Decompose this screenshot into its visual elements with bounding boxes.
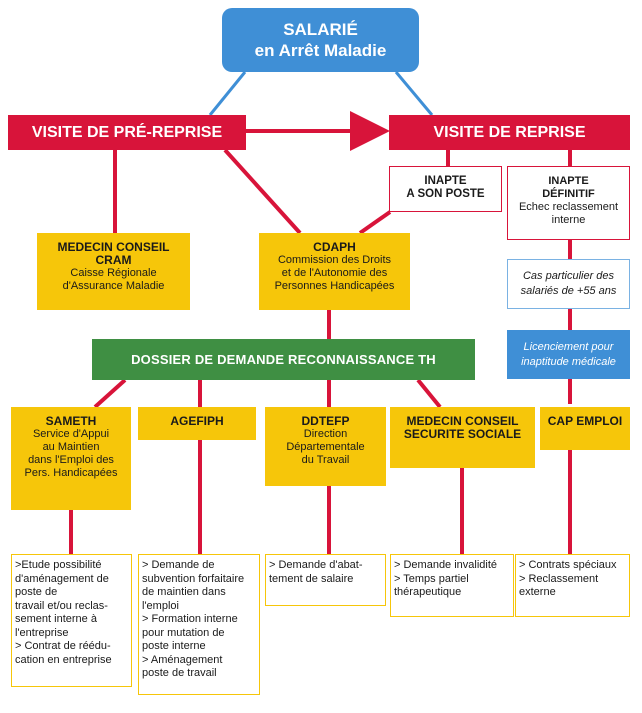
cas-particulier-line1: Cas particulier des xyxy=(522,270,615,282)
ddtefp-line3: du Travail xyxy=(301,454,350,466)
list-agefiph: > Demande de subvention forfaitaire de m… xyxy=(138,554,260,695)
medecin-secu-line2: SECURITE SOCIALE xyxy=(403,427,522,441)
list-item: cation en entreprise xyxy=(15,653,112,666)
list-item: sement interne à xyxy=(15,613,97,625)
inapte-definitif-box: INAPTE DÉFINITIF Echec reclassement inte… xyxy=(507,166,630,240)
inapte-definitif-line4: interne xyxy=(551,214,586,226)
list-item: > Demande d'abat- xyxy=(269,559,363,571)
cdaph-line2: et de l'Autonomie des xyxy=(281,267,388,279)
cap-emploi-title: CAP EMPLOI xyxy=(547,414,623,428)
cdaph-line3: Personnes Handicapées xyxy=(274,280,395,292)
medecin-cram-line3: Caisse Régionale xyxy=(70,267,157,279)
salarie-subtitle: en Arrêt Maladie xyxy=(254,41,387,60)
ddtefp-title: DDTEFP xyxy=(301,414,350,428)
list-item: travail et/ou reclas- xyxy=(15,599,108,612)
inapte-poste-line1: INAPTE xyxy=(424,175,467,187)
cap-emploi-box: CAP EMPLOI xyxy=(540,407,630,450)
list-secu: > Demande invalidité > Temps partiel thé… xyxy=(390,554,514,617)
agefiph-box: AGEFIPH xyxy=(138,407,256,440)
salarie-title: SALARIÉ xyxy=(283,20,358,39)
cas-particulier-line2: salariés de +55 ans xyxy=(520,285,617,297)
cdaph-box: CDAPH Commission des Droits et de l'Auto… xyxy=(259,233,410,310)
inapte-definitif-line1: INAPTE xyxy=(548,175,589,187)
list-cap-emploi: > Contrats spéciaux > Reclassement exter… xyxy=(515,554,630,617)
list-item: poste de travail xyxy=(142,667,217,679)
list-item: l'entreprise xyxy=(15,626,69,639)
list-item: d'aménagement de xyxy=(15,572,109,585)
list-item: poste de xyxy=(15,586,58,598)
sameth-title: SAMETH xyxy=(45,414,97,428)
list-ddtefp: > Demande d'abat- tement de salaire xyxy=(265,554,386,606)
medecin-cram-line2: CRAM xyxy=(95,253,132,267)
list-item: externe xyxy=(519,586,556,598)
list-item: > Demande de xyxy=(142,559,215,571)
cdaph-line1: Commission des Droits xyxy=(277,254,392,266)
list-item: > Aménagement xyxy=(142,653,223,666)
agefiph-title: AGEFIPH xyxy=(170,414,224,428)
link-salarie-prereprise xyxy=(208,71,247,116)
list-sameth: >Etude possibilité d'aménagement de post… xyxy=(11,554,132,687)
list-item: tement de salaire xyxy=(269,572,354,585)
list-item: > Formation interne xyxy=(142,613,238,625)
medecin-cram-box: MEDECIN CONSEIL CRAM Caisse Régionale d'… xyxy=(37,233,190,310)
list-item: subvention forfaitaire xyxy=(142,572,245,585)
cdaph-title: CDAPH xyxy=(313,240,356,254)
dossier-box: DOSSIER DE DEMANDE RECONNAISSANCE TH xyxy=(92,339,475,380)
dossier-label: DOSSIER DE DEMANDE RECONNAISSANCE TH xyxy=(131,352,436,367)
sameth-line3: dans l'Emploi des xyxy=(28,454,114,466)
ddtefp-line1: Direction xyxy=(303,428,348,440)
licenciement-line2: inaptitude médicale xyxy=(521,355,616,368)
inapte-poste-box: INAPTE A SON POSTE xyxy=(389,166,502,212)
licenciement-line1: Licenciement pour xyxy=(523,340,614,353)
list-item: poste interne xyxy=(142,640,206,652)
sameth-box: SAMETH Service d'Appui au Maintien dans … xyxy=(11,407,131,510)
inapte-poste-line2: A SON POSTE xyxy=(406,188,485,200)
list-item: de maintien dans xyxy=(142,586,226,598)
inapte-definitif-line2: DÉFINITIF xyxy=(542,188,595,200)
salarie-box: SALARIÉ en Arrêt Maladie xyxy=(222,8,419,72)
ddtefp-box: DDTEFP Direction Départementale du Trava… xyxy=(265,407,386,486)
licenciement-box: Licenciement pour inaptitude médicale xyxy=(507,330,630,379)
list-item: >Etude possibilité xyxy=(15,559,102,571)
medecin-secu-line1: MEDECIN CONSEIL xyxy=(406,414,519,428)
sameth-line2: au Maintien xyxy=(42,441,100,453)
list-item: > Contrats spéciaux xyxy=(519,559,617,571)
medecin-cram-line1: MEDECIN CONSEIL xyxy=(57,240,170,254)
list-item: pour mutation de xyxy=(142,626,225,639)
inapte-definitif-line3: Echec reclassement xyxy=(518,201,619,213)
link-salarie-reprise xyxy=(394,71,434,116)
list-item: > Demande invalidité xyxy=(394,559,498,571)
list-item: thérapeutique xyxy=(394,586,462,598)
visite-pre-reprise-box: VISITE DE PRÉ-REPRISE xyxy=(8,115,246,150)
list-item: l'emploi xyxy=(142,599,179,612)
visite-reprise-label: VISITE DE REPRISE xyxy=(433,123,586,141)
list-item: > Temps partiel xyxy=(394,572,469,585)
cas-particulier-box: Cas particulier des salariés de +55 ans xyxy=(507,259,630,309)
list-item: > Reclassement xyxy=(519,572,599,585)
ddtefp-line2: Départementale xyxy=(286,441,365,453)
sameth-line1: Service d'Appui xyxy=(32,428,110,440)
visite-pre-reprise-label: VISITE DE PRÉ-REPRISE xyxy=(31,123,223,141)
medecin-cram-line4: d'Assurance Maladie xyxy=(62,280,165,292)
list-item: > Contrat de réédu- xyxy=(15,640,111,652)
visite-reprise-box: VISITE DE REPRISE xyxy=(389,115,630,150)
medecin-secu-box: MEDECIN CONSEIL SECURITE SOCIALE xyxy=(390,407,535,468)
sameth-line4: Pers. Handicapées xyxy=(24,467,118,479)
